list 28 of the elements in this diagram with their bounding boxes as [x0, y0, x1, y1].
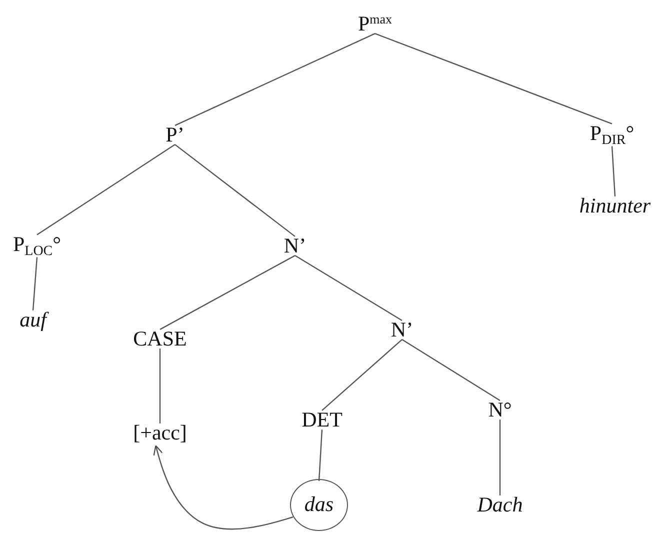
tree-node-label: auf: [20, 308, 46, 332]
tree-branch: [159, 348, 161, 424]
tree-node-label: N°: [488, 398, 512, 422]
circled-word: das: [290, 479, 348, 531]
tree-node-label: [+acc]: [133, 421, 187, 445]
tree-branch: [611, 146, 616, 196]
tree-node-label: hinunter: [579, 194, 651, 218]
tree-branch: [160, 255, 296, 330]
tree-node-label: P’: [166, 123, 184, 147]
tree-branch: [374, 32, 612, 124]
tree-branch: [402, 339, 500, 401]
curved-arrow: [153, 445, 294, 530]
tree-branch: [294, 255, 402, 321]
tree-node-label: N’: [390, 318, 414, 342]
tree-branch: [32, 257, 38, 310]
tree-node-label: N’: [284, 234, 306, 258]
tree-node-label: P$_{DIR}$°: [590, 122, 634, 148]
tree-branch: [499, 420, 501, 496]
tree-node-label: P$^{max}$: [358, 12, 392, 36]
tree-branch: [36, 144, 176, 236]
tree-node-label: P$_{LOC}$°: [12, 232, 62, 260]
tree-node-label: Dach: [477, 493, 523, 517]
tree-branch: [322, 339, 402, 411]
tree-node-label: CASE: [133, 327, 187, 351]
tree-branch: [174, 33, 376, 126]
tree-branch: [174, 144, 296, 237]
tree-node-label: DET: [302, 408, 342, 432]
tree-branch: [318, 430, 323, 482]
